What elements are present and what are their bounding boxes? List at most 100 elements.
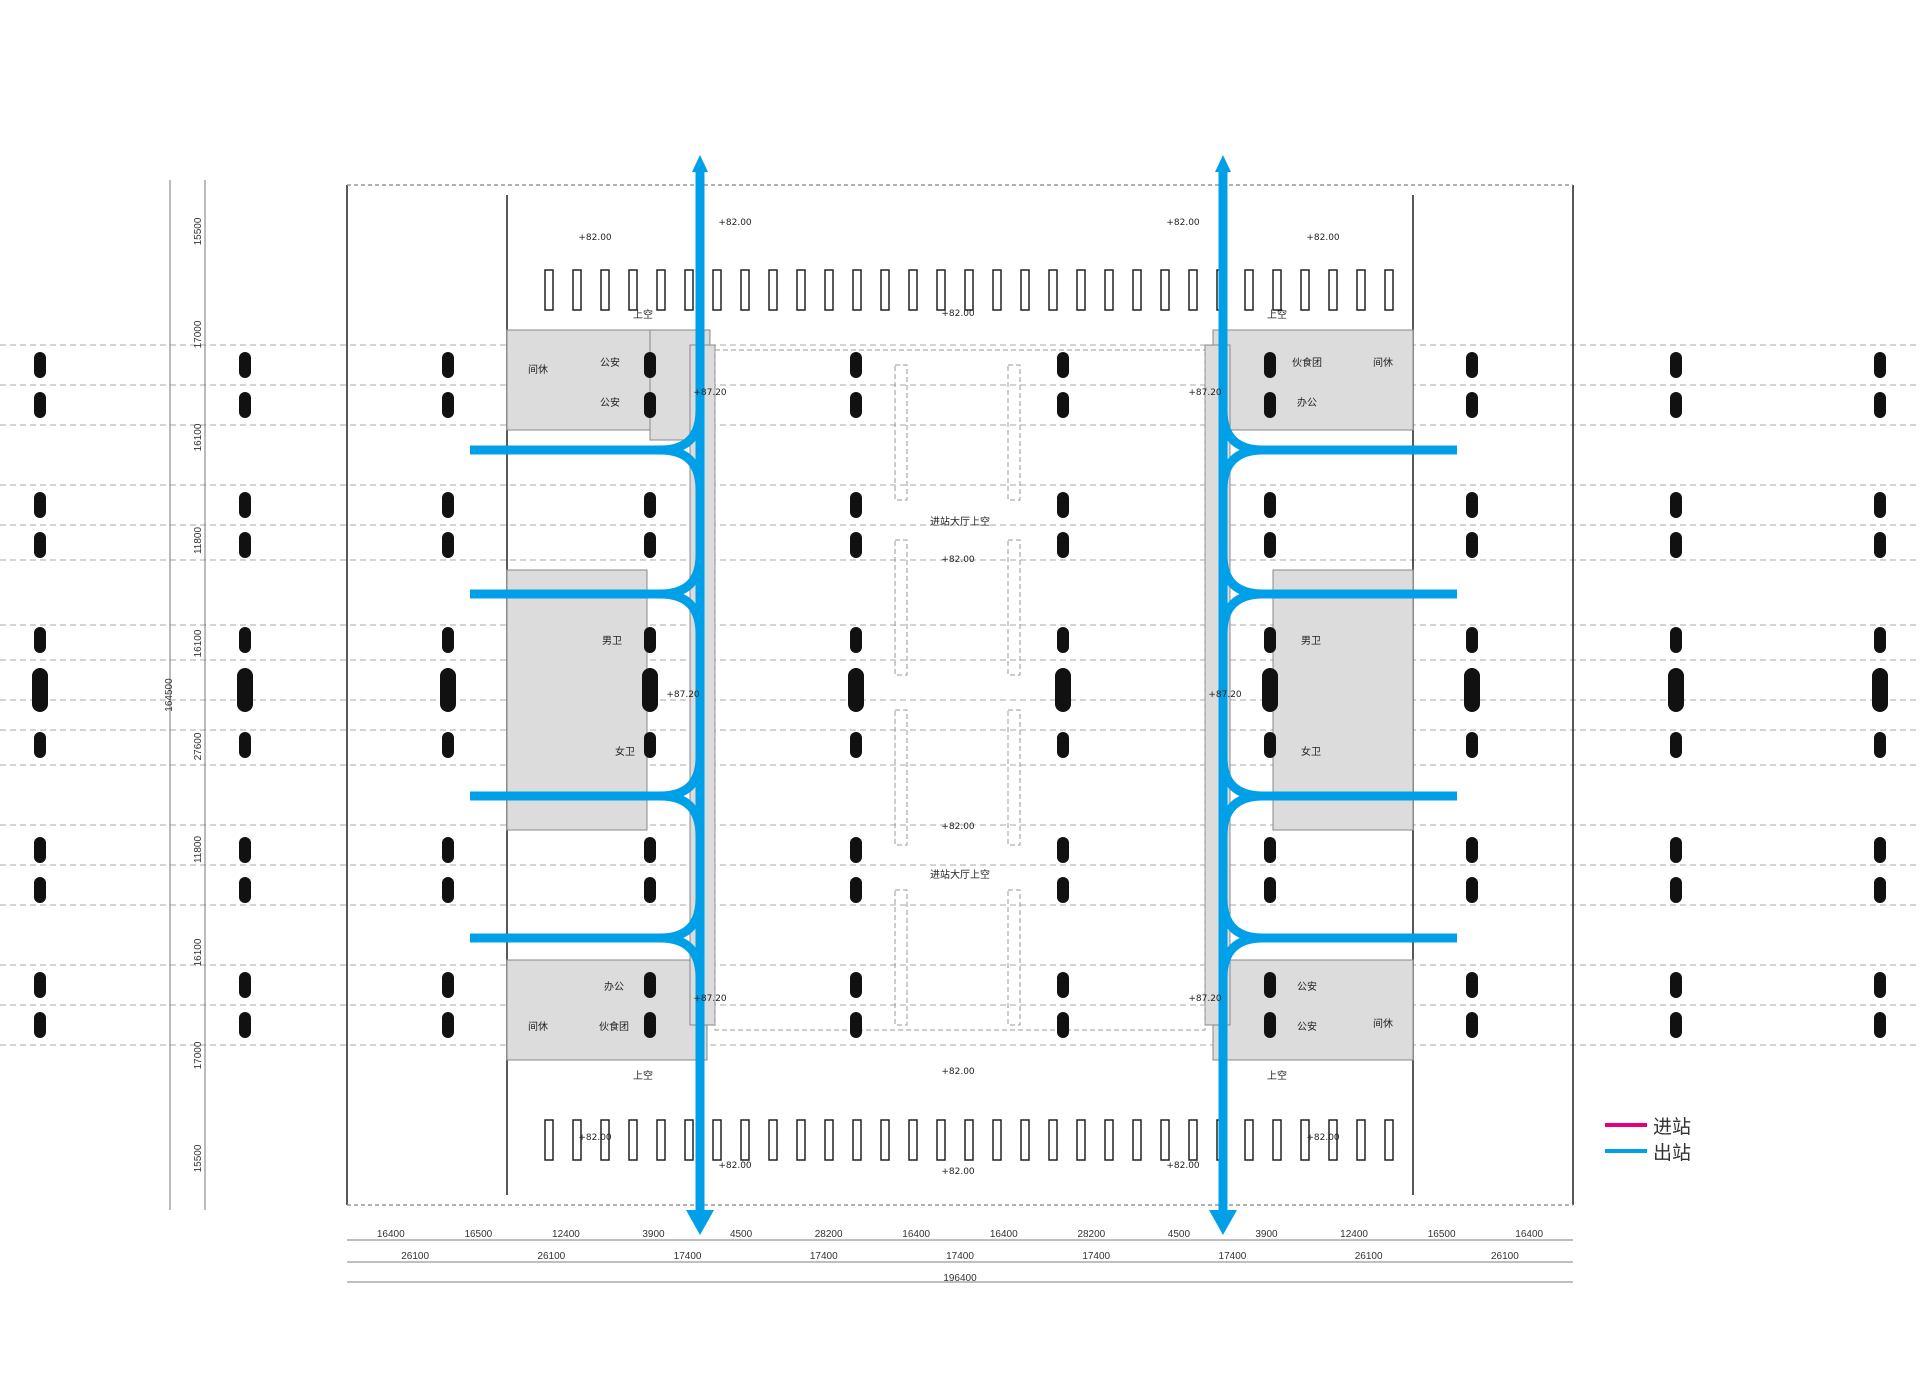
column-68	[1264, 492, 1276, 518]
column-6	[34, 732, 46, 758]
column-21	[239, 1012, 251, 1038]
elev-18: +82.00	[1166, 1161, 1200, 1171]
elev-2: +82.00	[718, 218, 752, 228]
column-79	[1466, 492, 1478, 518]
dim-left-0: 15500	[193, 217, 204, 245]
gate-26	[908, 269, 918, 311]
column-14	[239, 532, 251, 558]
column-108	[1874, 972, 1886, 998]
column-15	[239, 627, 251, 653]
label-hall-void-bottom: 进站大厅上空	[930, 868, 990, 881]
column-30	[442, 877, 454, 903]
gate-8	[656, 269, 666, 311]
column-1	[34, 392, 46, 418]
column-49	[848, 668, 864, 712]
label-male-wc-right: 男卫	[1301, 635, 1321, 647]
gate-47	[1188, 1119, 1198, 1161]
column-83	[1466, 732, 1478, 758]
column-33	[644, 352, 656, 378]
gate-33	[992, 1119, 1002, 1161]
column-73	[1264, 837, 1276, 863]
column-54	[850, 1012, 862, 1038]
column-48	[850, 627, 862, 653]
dim-left-8: 17000	[193, 1041, 204, 1069]
column-10	[34, 1012, 46, 1038]
label-police-br-1: 公安	[1297, 980, 1317, 993]
column-105	[1874, 732, 1886, 758]
elev-19: +82.00	[1306, 1133, 1340, 1143]
label-canteen-bl: 伙食团	[599, 1020, 629, 1033]
legend-item-enter: 进站	[1605, 1112, 1745, 1138]
left-dimension-total: 164500	[164, 678, 175, 712]
legend: 进站 出站	[1605, 1112, 1745, 1164]
label-canteen-tr: 伙食团	[1292, 356, 1322, 369]
column-31	[442, 972, 454, 998]
column-96	[1670, 877, 1682, 903]
column-56	[1057, 392, 1069, 418]
column-35	[644, 492, 656, 518]
gate-17	[768, 1119, 778, 1161]
gate-19	[796, 1119, 806, 1161]
legend-swatch-enter	[1605, 1123, 1647, 1127]
dim-b1-10: 3900	[1255, 1229, 1278, 1240]
column-57	[1057, 492, 1069, 518]
column-88	[1670, 352, 1682, 378]
column-5	[32, 668, 48, 712]
label-void-br: 上空	[1267, 1069, 1287, 1082]
column-71	[1262, 668, 1278, 712]
column-78	[1466, 392, 1478, 418]
column-106	[1874, 837, 1886, 863]
column-82	[1464, 668, 1480, 712]
column-7	[34, 837, 46, 863]
column-77	[1466, 352, 1478, 378]
column-87	[1466, 1012, 1478, 1038]
gate-52	[1272, 269, 1282, 311]
column-12	[239, 392, 251, 418]
gate-60	[1384, 269, 1394, 311]
column-32	[442, 1012, 454, 1038]
gate-9	[656, 1119, 666, 1161]
elev-13: +87.20	[1188, 994, 1222, 1004]
column-2	[34, 492, 46, 518]
gate-45	[1160, 1119, 1170, 1161]
dim-b1-7: 16400	[990, 1229, 1018, 1240]
gate-27	[908, 1119, 918, 1161]
gate-18	[796, 269, 806, 311]
column-27	[440, 668, 456, 712]
gate-40	[1104, 269, 1114, 311]
column-18	[239, 837, 251, 863]
gate-30	[964, 269, 974, 311]
label-hall-void-top: 进站大厅上空	[930, 515, 990, 528]
column-99	[1874, 352, 1886, 378]
bottom-dimension-total: 196400	[943, 1273, 977, 1284]
gate-31	[964, 1119, 974, 1161]
label-office-tr: 办公	[1297, 396, 1317, 409]
dim-b2-8: 26100	[1491, 1251, 1519, 1262]
gate-20	[824, 269, 834, 311]
dim-left-2: 16100	[193, 423, 204, 451]
gate-56	[1328, 269, 1338, 311]
column-72	[1264, 732, 1276, 758]
column-109	[1874, 1012, 1886, 1038]
column-34	[644, 392, 656, 418]
column-62	[1057, 837, 1069, 863]
dim-left-3: 11800	[193, 527, 204, 555]
gate-25	[880, 1119, 890, 1161]
gate-38	[1076, 269, 1086, 311]
label-female-wc-left: 女卫	[615, 745, 635, 758]
gate-58	[1356, 269, 1366, 311]
elev-12: +87.20	[693, 994, 727, 1004]
elev-16: +82.00	[718, 1161, 752, 1171]
dim-left-7: 16100	[193, 938, 204, 966]
label-rest-br: 间休	[1373, 1017, 1393, 1030]
column-80	[1466, 532, 1478, 558]
column-98	[1670, 1012, 1682, 1038]
column-41	[644, 877, 656, 903]
gate-29	[936, 1119, 946, 1161]
column-46	[850, 492, 862, 518]
column-64	[1057, 972, 1069, 998]
elev-3: +82.00	[941, 309, 975, 319]
gate-6	[628, 269, 638, 311]
label-rest-tr: 间休	[1373, 356, 1393, 369]
column-9	[34, 972, 46, 998]
